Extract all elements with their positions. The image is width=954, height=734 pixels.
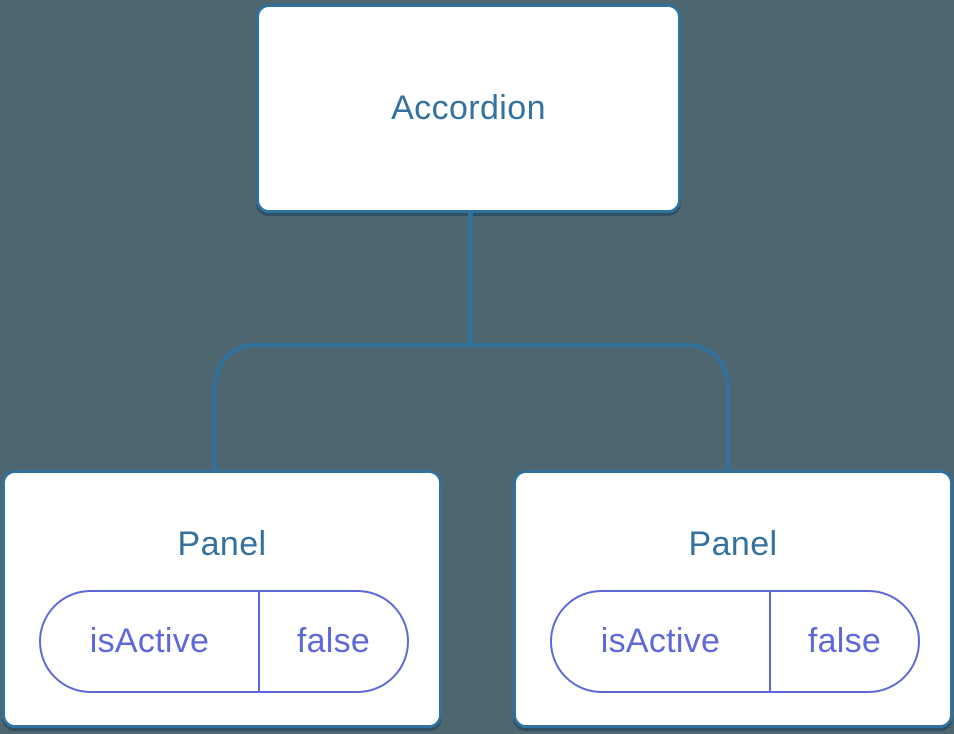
panel-node-1: Panel isActive false: [2, 470, 442, 728]
state-pill-1-name: isActive: [41, 592, 260, 691]
panel-node-2: Panel isActive false: [513, 470, 953, 728]
accordion-node: Accordion: [256, 4, 681, 213]
panel-node-1-label: Panel: [177, 525, 267, 563]
accordion-node-label: Accordion: [391, 89, 546, 127]
state-pill-1-value: false: [296, 622, 371, 660]
state-pill-2-name: isActive: [552, 592, 771, 691]
panel-node-2-label: Panel: [688, 525, 778, 563]
state-pill-1: isActive false: [39, 590, 409, 693]
connector-stem: [468, 211, 473, 345]
state-pill-2-value: false: [807, 622, 882, 660]
connector-branch: [213, 343, 730, 470]
state-pill-2: isActive false: [550, 590, 920, 693]
